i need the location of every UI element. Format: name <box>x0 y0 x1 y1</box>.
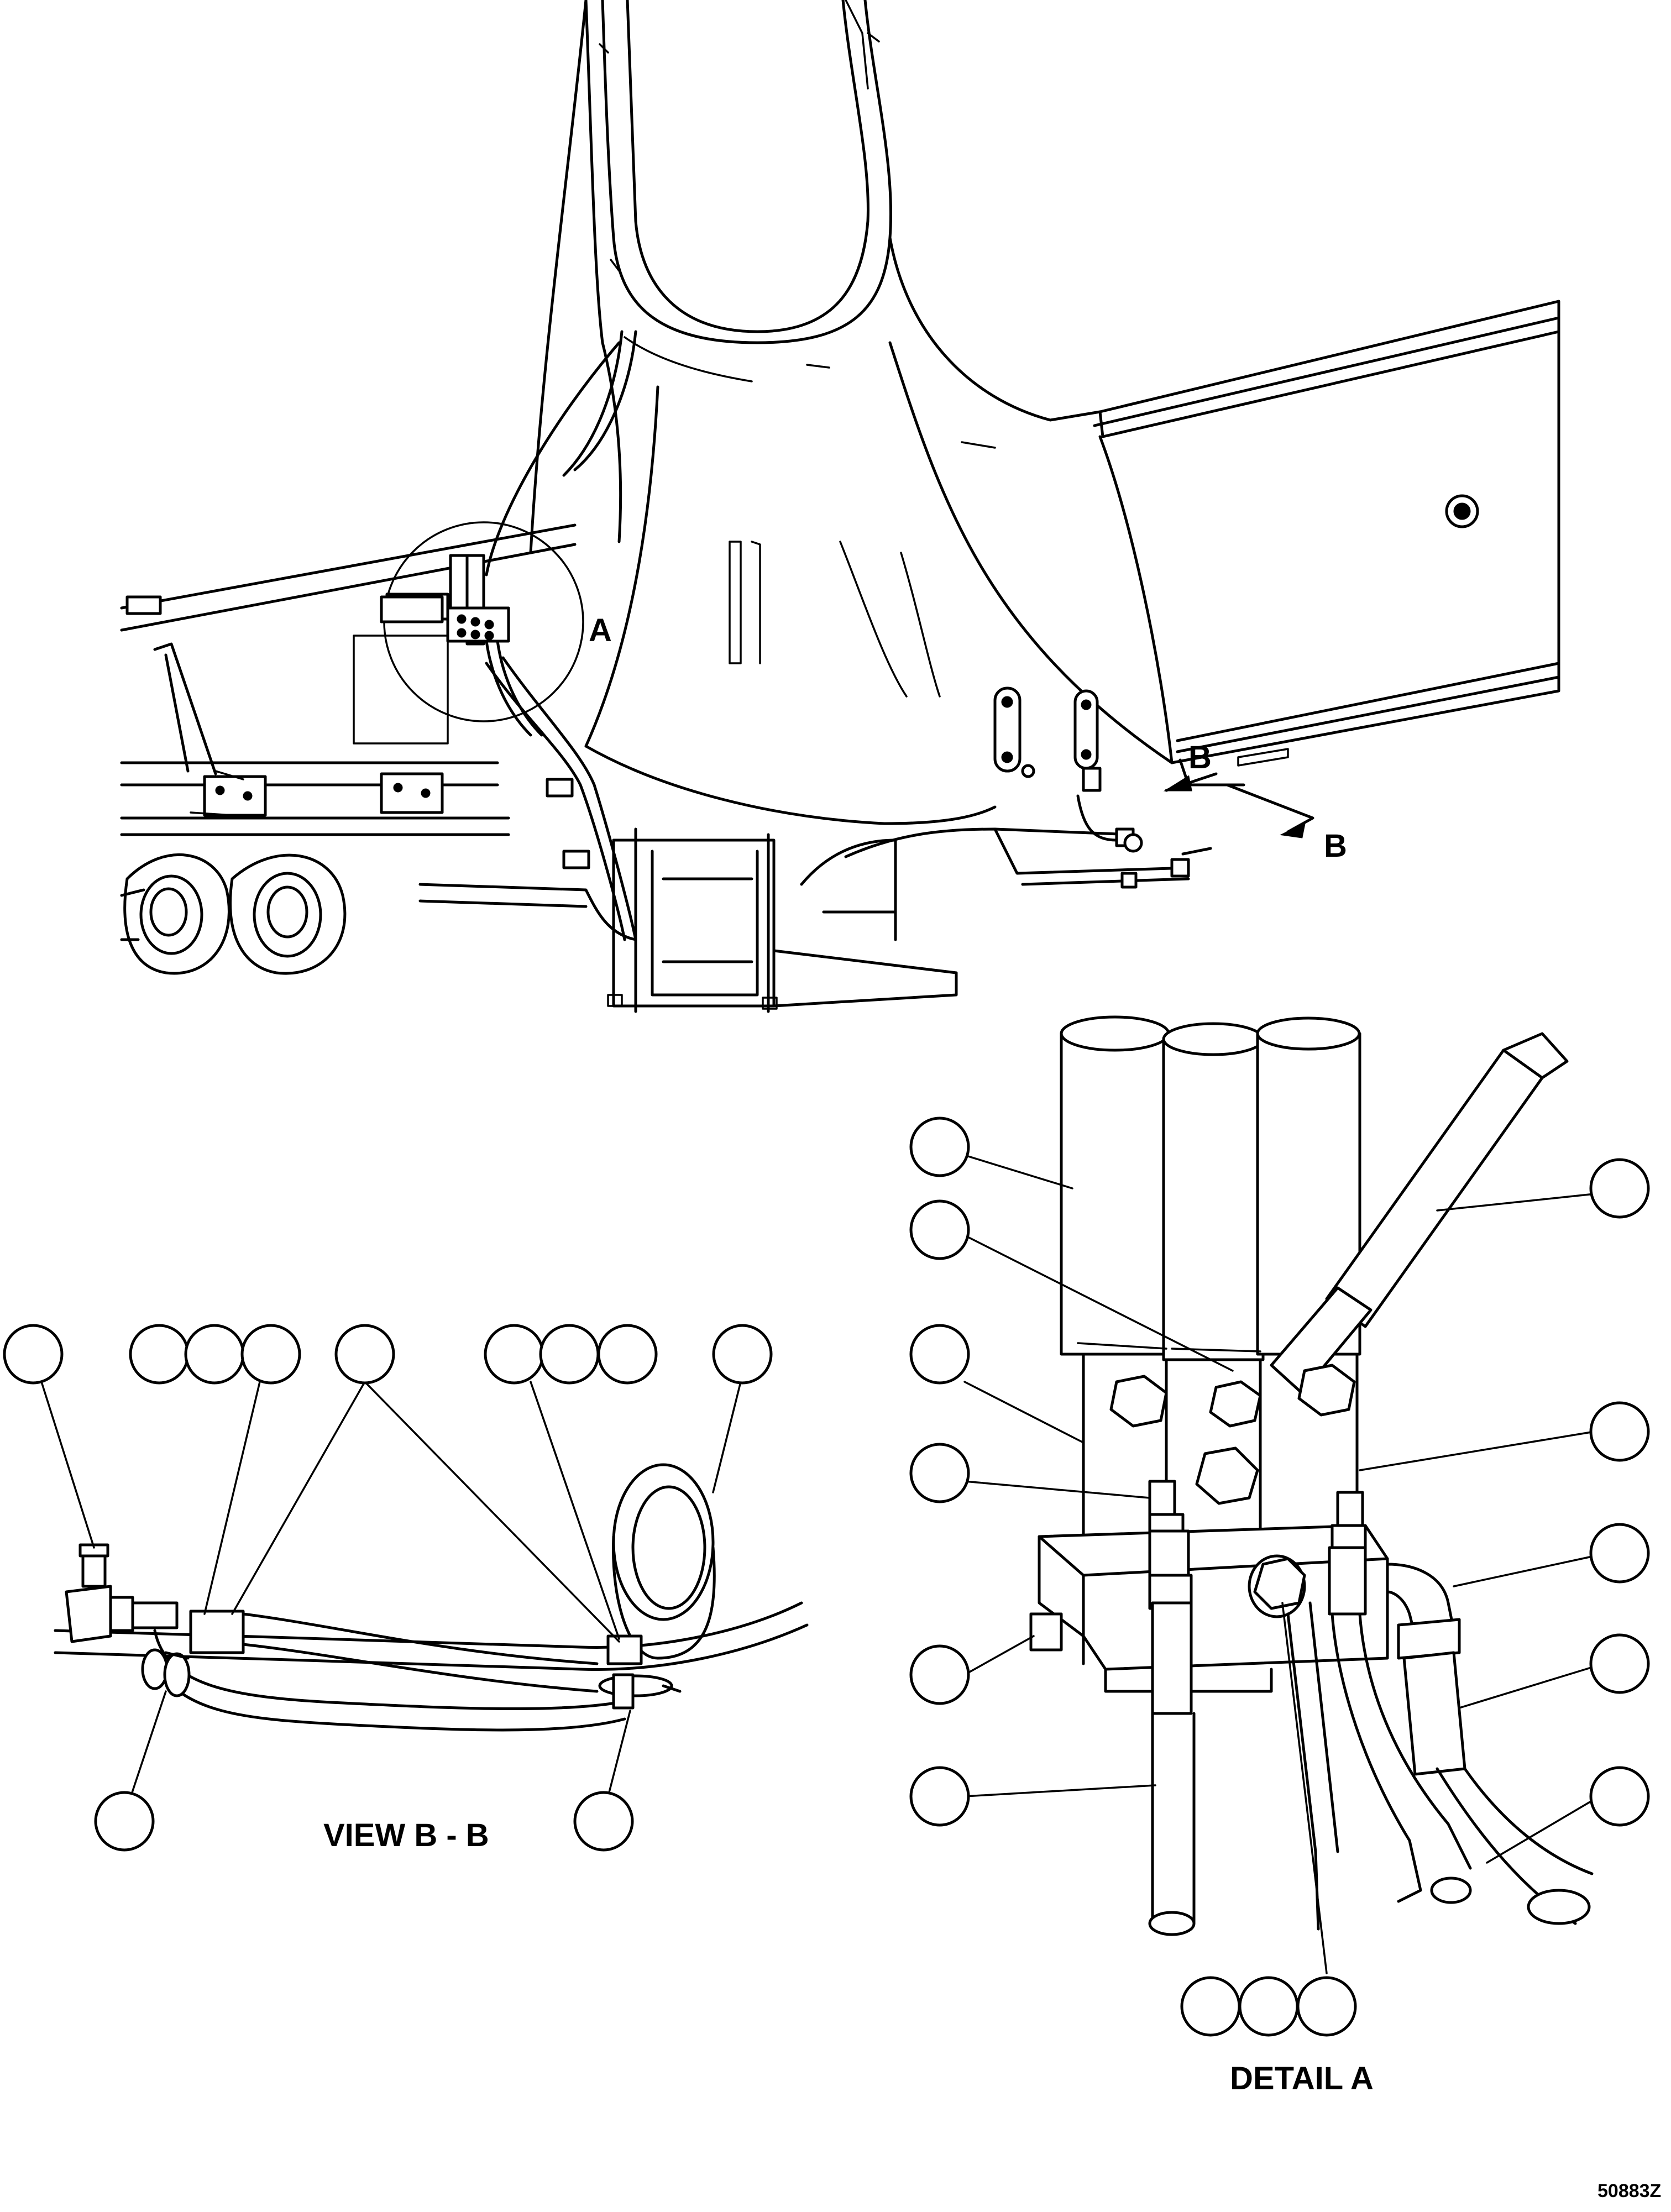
callout-circle[interactable] <box>909 1644 970 1705</box>
main-hoses <box>418 330 1212 941</box>
callout-circle[interactable] <box>909 1199 970 1260</box>
callout-circle[interactable] <box>484 1324 544 1385</box>
callout-circle[interactable] <box>909 1324 970 1385</box>
detail-a: DETAIL A <box>909 1015 1650 2096</box>
callout-circle[interactable] <box>1296 1976 1357 2037</box>
callout-circle[interactable] <box>597 1324 658 1385</box>
boom-mast <box>485 0 1102 576</box>
view-bb-callouts <box>3 1324 773 1852</box>
section-b-markers: B B <box>1163 740 1347 864</box>
callout-circle[interactable] <box>3 1324 64 1385</box>
callout-circle[interactable] <box>539 1324 600 1385</box>
callout-circle[interactable] <box>1589 1401 1650 1462</box>
wheels <box>120 853 347 975</box>
callout-circle[interactable] <box>909 1117 970 1177</box>
callout-circle[interactable] <box>1589 1158 1650 1219</box>
detail-a-marker: A <box>380 521 612 737</box>
section-b-label-lower: B <box>1324 828 1347 864</box>
callout-circle[interactable] <box>334 1324 395 1385</box>
callout-circle[interactable] <box>1589 1633 1650 1694</box>
detail-a-ref-label: A <box>589 612 612 648</box>
boom-base <box>584 341 1174 825</box>
callout-circle[interactable] <box>1238 1976 1299 2037</box>
callout-circle[interactable] <box>573 1791 634 1852</box>
left-frame <box>120 523 577 836</box>
callout-circle[interactable] <box>240 1324 301 1385</box>
callout-circle[interactable] <box>909 1766 970 1827</box>
section-b-label-upper: B <box>1188 740 1212 775</box>
main-assembly: A B B <box>120 0 1560 1013</box>
right-cylinder-housing <box>1093 300 1560 767</box>
callout-circle[interactable] <box>129 1324 190 1385</box>
view-b-b: VIEW B - B <box>3 1324 809 1853</box>
callout-circle[interactable] <box>184 1324 245 1385</box>
callout-circle[interactable] <box>712 1324 773 1385</box>
callout-circle[interactable] <box>1589 1523 1650 1584</box>
callout-circle[interactable] <box>909 1443 970 1503</box>
drawing-number: 50883Z <box>1597 2180 1661 2201</box>
view-bb-caption: VIEW B - B <box>323 1817 489 1853</box>
detail-a-caption: DETAIL A <box>1230 2061 1374 2096</box>
center-base-block <box>607 827 958 1013</box>
detail-a-callouts <box>909 1117 1650 2037</box>
callout-circle[interactable] <box>1589 1766 1650 1827</box>
callout-circle[interactable] <box>1180 1976 1241 2037</box>
callout-circle[interactable] <box>94 1791 155 1852</box>
